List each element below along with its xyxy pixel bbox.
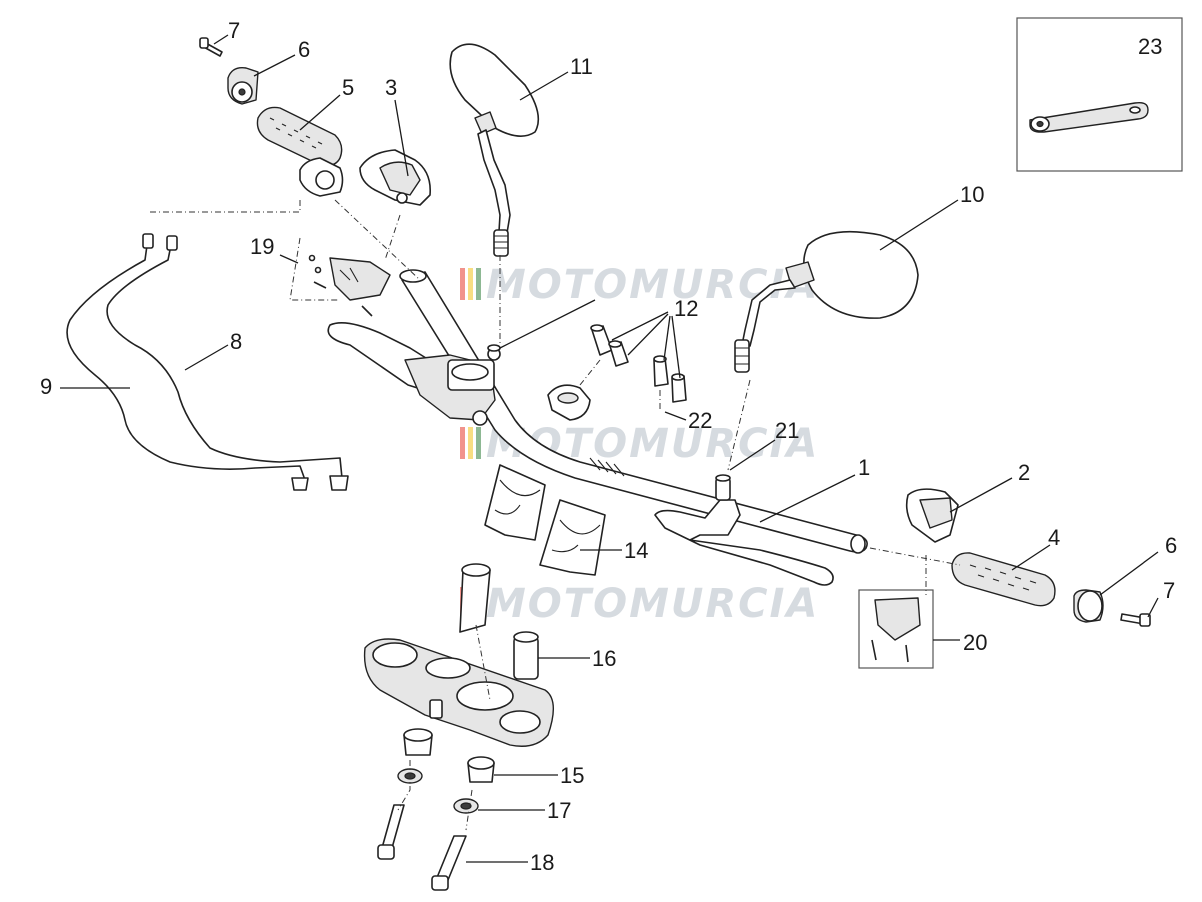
right-switch-housing-part-2 (905, 488, 959, 543)
callout-12: 12 (674, 296, 698, 321)
callout-10: 10 (960, 182, 984, 207)
callout-1: 1 (858, 455, 870, 480)
callout-6-right: 6 (1165, 533, 1177, 558)
callout-17: 17 (547, 798, 571, 823)
callout-7-right: 7 (1163, 578, 1175, 603)
callout-labels: 1 2 3 4 5 6 6 7 7 8 9 10 11 12 14 15 16 … (40, 18, 1177, 875)
top-yoke (363, 638, 554, 747)
kit-box-23 (1016, 17, 1183, 172)
callout-18: 18 (530, 850, 554, 875)
right-grip-part-4 (951, 552, 1056, 607)
callout-23: 23 (1138, 34, 1162, 59)
spacer-part-16 (459, 563, 539, 680)
callout-20: 20 (963, 630, 987, 655)
mirror-right-part-10 (734, 230, 919, 373)
leader-lines (60, 34, 1159, 863)
callout-15: 15 (560, 763, 584, 788)
callout-8: 8 (230, 329, 242, 354)
mirror-left-part-11 (449, 43, 540, 257)
left-lever-assembly (327, 322, 501, 426)
callout-4: 4 (1048, 525, 1060, 550)
callout-16: 16 (592, 646, 616, 671)
handlebar-part-1 (399, 269, 868, 554)
screw-left-part-7 (199, 37, 223, 57)
switch-kit-part-19 (289, 237, 391, 317)
assembly-lines (150, 199, 961, 831)
callout-7-left: 7 (228, 18, 240, 43)
callout-3: 3 (385, 75, 397, 100)
bushing-part-15 (403, 728, 495, 783)
callout-11: 11 (570, 54, 593, 79)
callout-5: 5 (342, 75, 354, 100)
screws-part-12 (547, 324, 687, 421)
watermark-bottom: MOTOMURCIA (460, 581, 819, 627)
watermark-top: MOTOMURCIA (460, 262, 817, 308)
callout-19: 19 (250, 234, 274, 259)
callout-2: 2 (1018, 460, 1030, 485)
switch-housing-part-3 (359, 149, 432, 206)
throttle-grip-part-5 (256, 106, 344, 197)
switch-kit-part-20 (858, 589, 934, 669)
bolt-part-18 (377, 804, 467, 891)
callout-22: 22 (688, 408, 712, 433)
watermark-text: MOTOMURCIA (486, 581, 819, 627)
riser-cover-part-14 (484, 464, 606, 576)
callout-6-left: 6 (298, 37, 310, 62)
bar-end-weight-left-part-6 (227, 67, 259, 105)
screw-right-part-7 (1120, 613, 1151, 627)
right-lever-assembly (654, 474, 834, 586)
throttle-cables-parts-8-9 (66, 233, 349, 491)
callout-21: 21 (775, 418, 799, 443)
callout-9: 9 (40, 374, 52, 399)
bar-end-weight-right-part-6 (1073, 589, 1104, 623)
callout-14: 14 (624, 538, 648, 563)
